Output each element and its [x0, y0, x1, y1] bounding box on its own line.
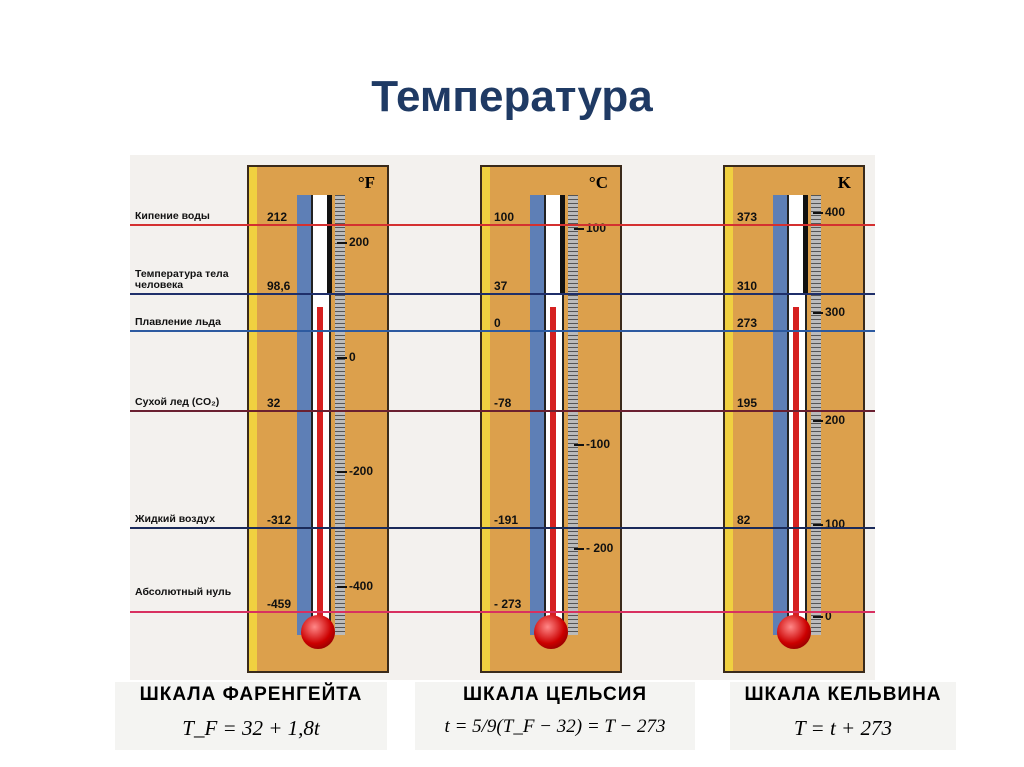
caption-formula: t = 5/9(T_F − 32) = T − 273 [444, 716, 666, 737]
level-line [130, 224, 875, 226]
blue-strip [297, 195, 311, 635]
caption-heading: ШКАЛА ЦЕЛЬСИЯ [462, 684, 648, 705]
level-label: Температура тела человека [135, 268, 229, 291]
unit-label: K [837, 173, 851, 192]
mercury-column [550, 307, 556, 617]
thermometer-bulb [534, 615, 568, 649]
thermometer-figure: °F 200 0 -200 -400 212 98,6 32 -312 -459 °C 100 -100… [130, 155, 875, 680]
level-value: 310 [737, 279, 758, 293]
level-line [130, 527, 875, 529]
level-line [130, 293, 875, 295]
slide-title: Температура [371, 72, 653, 121]
level-value: 212 [267, 210, 288, 224]
caption-formula: T_F = 32 + 1,8t [182, 716, 320, 740]
level-value: - 273 [494, 597, 522, 611]
unit-label: °C [588, 173, 608, 192]
level-value: -78 [494, 396, 512, 410]
thermometer-bulb [777, 615, 811, 649]
blue-strip [530, 195, 544, 635]
level-value: 98,6 [267, 279, 291, 293]
level-value: -191 [494, 513, 519, 527]
unit-label: °F [357, 173, 375, 192]
mercury-column-top [803, 195, 808, 295]
caption-heading: ШКАЛА ФАРЕНГЕЙТА [139, 684, 363, 705]
caption-fahrenheit: ШКАЛА ФАРЕНГЕЙТА T_F = 32 + 1,8t [115, 682, 387, 750]
mercury-column-top [327, 195, 332, 295]
level-label: Абсолютный нуль [135, 586, 232, 598]
level-line [130, 611, 875, 613]
scale-tick-label: -200 [336, 464, 374, 478]
level-line [130, 410, 875, 412]
scale-tick-label: - 200 [573, 541, 614, 555]
level-value: 37 [494, 279, 508, 293]
mercury-column [793, 307, 799, 617]
mercury-column-top [560, 195, 565, 295]
blue-strip [773, 195, 787, 635]
scale-tick-label: 400 [812, 205, 846, 219]
scale-ticks [335, 195, 345, 635]
scale-tick-label: 300 [812, 305, 846, 319]
scale-tick-label: 0 [813, 609, 832, 623]
caption-heading: ШКАЛА КЕЛЬВИНА [744, 684, 942, 705]
level-value: 32 [267, 396, 281, 410]
scale-tick-label: 200 [812, 413, 846, 427]
scale-tick-label: -400 [336, 579, 374, 593]
level-label: Кипение воды [135, 210, 210, 222]
panel-edge [725, 167, 733, 671]
level-value: -312 [267, 513, 292, 527]
level-value: -459 [267, 597, 292, 611]
level-value: 82 [737, 513, 751, 527]
level-label: Плавление льда [135, 316, 221, 328]
level-value: 100 [494, 210, 515, 224]
level-line [130, 330, 875, 332]
caption-kelvin: ШКАЛА КЕЛЬВИНА T = t + 273 [730, 682, 956, 750]
mercury-column [317, 307, 323, 617]
panel-edge [482, 167, 490, 671]
caption-formula: T = t + 273 [794, 716, 892, 740]
caption-celsius: ШКАЛА ЦЕЛЬСИЯ t = 5/9(T_F − 32) = T − 27… [415, 682, 695, 750]
level-value: 373 [737, 210, 758, 224]
scale-ticks [811, 195, 821, 635]
level-value: 0 [494, 316, 501, 330]
scale-tick-label: 200 [336, 235, 370, 249]
level-value: 273 [737, 316, 758, 330]
thermometer-panel: °F 200 0 -200 -400 212 98,6 32 -312 -459 [247, 165, 389, 673]
level-label: Сухой лед (CO₂) [135, 396, 220, 408]
thermometer-bulb [301, 615, 335, 649]
scale-tick-label: -100 [573, 437, 611, 451]
scale-tick-label: 0 [337, 350, 356, 364]
panel-edge [249, 167, 257, 671]
scale-ticks [568, 195, 578, 635]
level-value: 195 [737, 396, 758, 410]
level-label: Жидкий воздух [135, 513, 216, 525]
